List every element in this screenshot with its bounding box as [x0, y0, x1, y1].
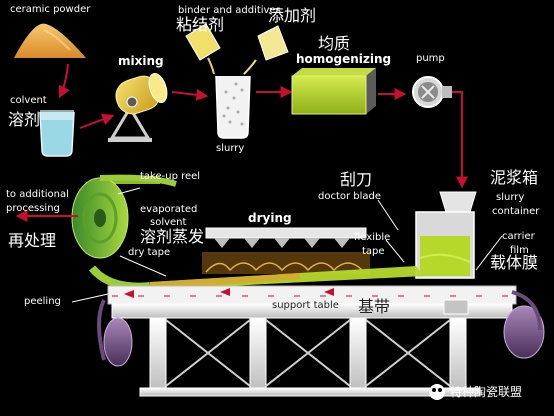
label-processing: processing [6, 203, 60, 214]
label-cn-slurry-tank: 泥浆箱 [490, 168, 539, 187]
label-cn-carrier-film: 载体膜 [490, 253, 539, 272]
slurry-beaker-icon [215, 75, 251, 139]
homogenizer-box-icon [291, 68, 376, 115]
slurry-container-icon [415, 191, 477, 279]
label-evaporated: evaporated [140, 204, 198, 215]
support-table-icon [111, 303, 513, 397]
belt-roller-left-icon [97, 299, 133, 367]
label-slurry: slurry [216, 143, 245, 154]
label-cn-evaporated-solvent: 溶剂蒸发 [140, 227, 205, 246]
watermark-text: 特种陶瓷联盟 [450, 385, 523, 399]
label-doctor-blade: doctor blade [318, 191, 382, 202]
label-carrier: carrier [502, 231, 535, 242]
label-tape: tape [362, 246, 385, 257]
label-cn-binder: 粘结剂 [176, 15, 225, 34]
label-binder-additives: binder and additives [178, 5, 281, 16]
label-cn-base-belt: 基带 [358, 297, 391, 316]
label-mixing: mixing [118, 54, 164, 68]
watermark-logo-icon [429, 384, 445, 400]
additive-beaker-icon [243, 25, 289, 75]
dryer-hood-icon [205, 227, 367, 248]
label-to-additional: to additional [6, 189, 69, 200]
label-homogenizing: homogenizing [296, 52, 392, 66]
label-cn-homogenizing: 均质 [318, 34, 351, 53]
label-take-up-reel: take-up reel [140, 171, 201, 182]
powder-heap-icon [14, 23, 86, 58]
label-container: container [492, 206, 540, 217]
solvent-beaker-icon [39, 110, 75, 157]
label-slurry-2: slurry [496, 192, 525, 203]
label-cn-doctor-blade: 刮刀 [340, 170, 373, 189]
belt-roller-right-icon [503, 290, 545, 359]
label-dry-tape: dry tape [128, 247, 171, 258]
label-cn-solvent: 溶剂 [8, 110, 41, 129]
label-film: film [510, 245, 529, 256]
label-evaporated-solvent: solvent [150, 217, 187, 228]
drying-heat-glow [202, 252, 370, 274]
label-peeling: peeling [24, 296, 61, 307]
label-ceramic-powder: ceramic powder [10, 4, 91, 15]
label-cn-additives: 添加剂 [268, 6, 317, 25]
label-flexible: flexible [354, 232, 391, 243]
label-support-table: support table [272, 300, 339, 311]
label-cn-reprocess: 再处理 [8, 231, 57, 250]
label-drying: drying [248, 211, 292, 225]
pump-icon [412, 76, 452, 108]
binder-beaker-icon [185, 23, 221, 75]
label-pump: pump [416, 53, 445, 64]
ball-mill-icon [108, 73, 168, 142]
label-solvent: colvent [10, 95, 47, 106]
